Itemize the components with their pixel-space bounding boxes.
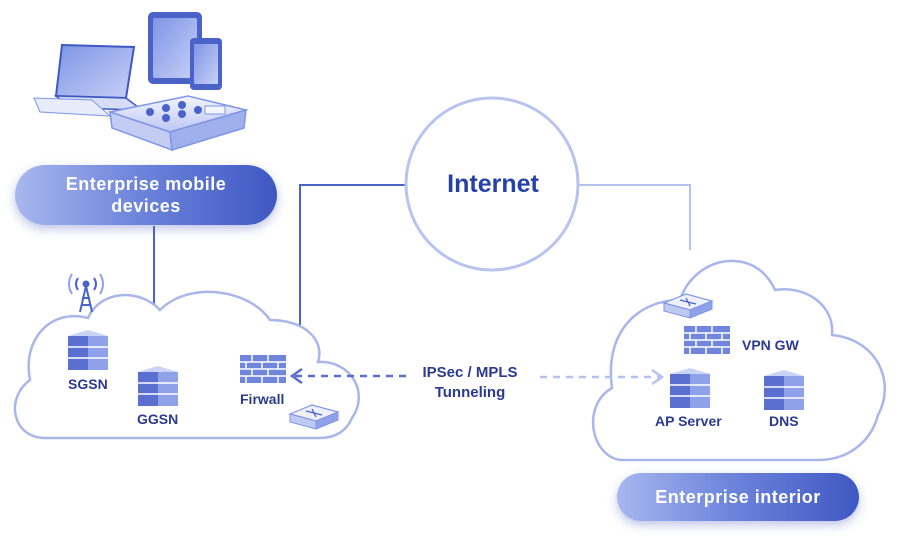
vpn-gw-label: VPN GW (742, 337, 799, 353)
mobile-devices-illustration (33, 12, 249, 152)
router-box-icon (107, 95, 249, 152)
connection-lines (154, 184, 691, 334)
mobile-network-cloud (13, 290, 361, 440)
ap-server-icon (670, 368, 710, 408)
link-internet-interior (574, 184, 691, 250)
dns-label: DNS (769, 413, 799, 429)
enterprise-mobile-devices-text: Enterprise mobile devices (65, 174, 227, 216)
sgsn-server-icon (68, 330, 108, 370)
firewall-label: Firwall (240, 391, 285, 407)
tunnel-line (289, 367, 665, 386)
enterprise-interior-label: Enterprise interior (617, 473, 859, 521)
ap-server-label: AP Server (655, 413, 722, 429)
tunnel-label: IPSec / MPLS Tunneling (400, 363, 540, 403)
cell-tower-icon (68, 273, 104, 313)
link-firewall-internet (299, 184, 410, 334)
tunnel-label-line1: IPSec / MPLS (422, 364, 518, 381)
switch-icon (288, 404, 340, 430)
enterprise-cloud (591, 259, 886, 462)
dns-server-icon (764, 370, 804, 410)
tunnel-label-line2: Tunneling (434, 384, 506, 401)
ggsn-server-icon (138, 366, 178, 406)
firewall-icon (240, 355, 286, 383)
internet-label: Internet (447, 170, 539, 198)
enterprise-mobile-devices-label: Enterprise mobile devices (15, 165, 277, 225)
tablet-icon (148, 12, 202, 84)
enterprise-interior-text: Enterprise interior (655, 487, 821, 507)
laptop-icon (33, 43, 145, 117)
sgsn-label: SGSN (68, 376, 108, 392)
phone-icon (190, 38, 222, 90)
router-icon (662, 293, 714, 319)
vpn-gateway-firewall-icon (684, 326, 730, 354)
ggsn-label: GGSN (137, 411, 179, 427)
internet-circle (404, 96, 580, 272)
